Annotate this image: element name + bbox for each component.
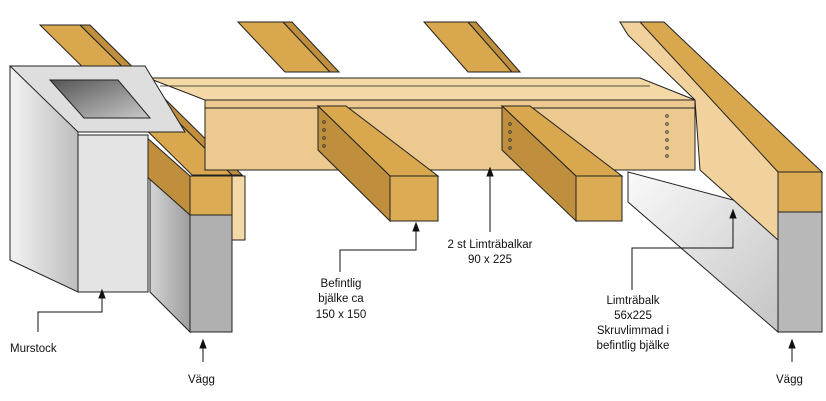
label-limtrabalk-4: befintlig bjälke [597,340,670,352]
left-wall [144,134,246,334]
label-limtrabalk-2: 56x225 [614,310,652,322]
right-wall [627,171,823,334]
back-joist-2 [422,21,522,73]
back-joist-1 [236,21,341,73]
label-murstock: Murstock [10,343,57,355]
callout-arrows [37,166,796,362]
label-befintlig-3: 150 x 150 [316,309,367,321]
front-joist-2 [500,104,624,223]
label-befintlig-1: Befintlig [321,278,362,290]
label-vagg-left: Vägg [188,374,215,386]
label-befintlig-2: bjälke ca [318,293,364,305]
label-limtrabalkar-1: 2 st Limträbalkar [447,239,532,251]
front-joist-1 [316,104,440,223]
label-limtrabalk-1: Limträbalk [606,295,659,307]
label-limtrabalk-3: Skruvlimmad i [597,325,669,337]
label-vagg-right: Vägg [776,374,803,386]
label-limtrabalkar-2: 90 x 225 [468,254,512,266]
chimney [8,65,186,293]
screw-dots [322,114,669,158]
